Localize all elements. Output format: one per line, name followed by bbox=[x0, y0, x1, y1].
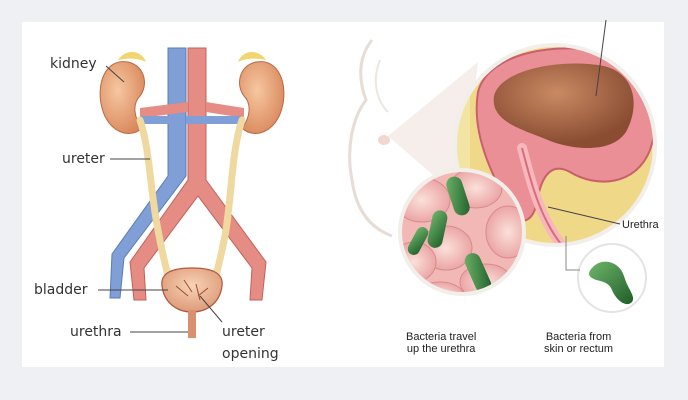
leader-urethra-right bbox=[547, 206, 621, 225]
adrenal-left bbox=[118, 51, 146, 62]
connector-callout bbox=[565, 236, 580, 271]
bacterium-single bbox=[589, 261, 634, 305]
bacterium-1 bbox=[446, 176, 470, 216]
label-bacteria-travel-line2: up the urethra bbox=[406, 343, 476, 355]
leader-kidney bbox=[105, 65, 125, 83]
left-urinary-system bbox=[98, 47, 285, 338]
cell-zoom-ring bbox=[398, 168, 526, 296]
adrenal-right bbox=[238, 51, 266, 62]
bacterium-4 bbox=[407, 227, 429, 255]
right-uti-illustration bbox=[348, 19, 657, 313]
bladder bbox=[161, 267, 223, 313]
kidney-right bbox=[239, 61, 285, 134]
label-kidney: kidney bbox=[50, 56, 97, 72]
leader-ureter-opening bbox=[199, 295, 223, 323]
label-bacteria-travel-line1: Bacteria travel bbox=[406, 331, 477, 343]
label-bacteria-from: Bacteria from skin or rectum bbox=[544, 331, 613, 355]
ureter-right bbox=[208, 116, 246, 292]
renal-vessels-right bbox=[206, 102, 244, 118]
label-ureter-opening-line1: ureter bbox=[222, 324, 265, 340]
label-bacteria-travel: Bacteria travel up the urethra bbox=[406, 331, 476, 355]
bacterium-2 bbox=[427, 210, 448, 248]
bacterium-3 bbox=[464, 253, 492, 293]
body-pelvis-mark bbox=[378, 135, 390, 145]
label-bladder: bladder bbox=[34, 282, 88, 298]
label-ureter-opening-line2: opening bbox=[222, 346, 279, 362]
body-silhouette bbox=[348, 39, 393, 238]
label-urethra-right: Urethra bbox=[622, 219, 659, 231]
bladder-zoom bbox=[455, 45, 655, 245]
label-bacteria-from-line1: Bacteria from bbox=[545, 331, 612, 343]
renal-vein-right bbox=[186, 116, 242, 124]
renal-vein-left bbox=[140, 116, 180, 124]
renal-vessels-left bbox=[140, 102, 188, 118]
bladder-detail bbox=[175, 279, 209, 301]
label-bacteria-from-line2: skin or rectum bbox=[544, 343, 614, 355]
label-ureter: ureter bbox=[62, 151, 105, 167]
body-silhouette-inner bbox=[374, 59, 389, 113]
leader-top-bladder bbox=[595, 19, 607, 97]
vena-cava bbox=[109, 47, 187, 299]
ureter-left bbox=[136, 116, 176, 292]
urethra bbox=[188, 310, 196, 338]
label-urethra: urethra bbox=[70, 324, 122, 340]
bladder-zoom-ring bbox=[453, 43, 657, 247]
